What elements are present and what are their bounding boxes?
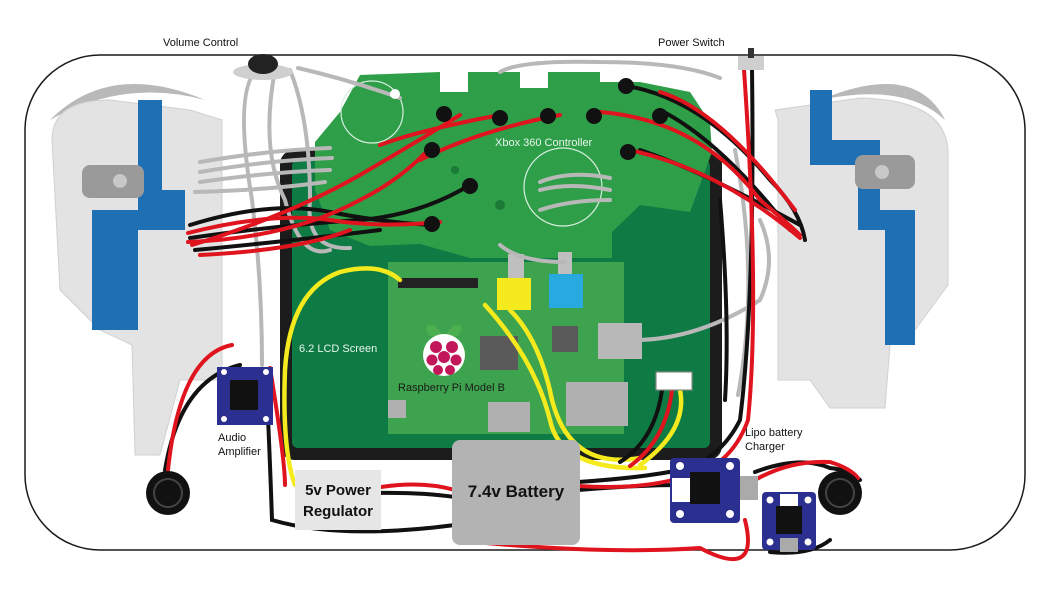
gray-wires — [193, 59, 771, 397]
left-speaker — [146, 471, 190, 515]
left-grip — [51, 99, 223, 456]
volume-control-knob — [233, 54, 293, 80]
raspberry-pi-board — [388, 252, 642, 434]
battery-pack — [452, 440, 580, 545]
lipo-charger-label-line1: Lipo battery — [745, 427, 803, 439]
controller-terminals — [390, 78, 668, 232]
lipo-protection-board — [762, 492, 816, 552]
yellow-wires — [282, 266, 684, 488]
right-shoulder-button — [820, 84, 945, 120]
lcd-screen-label: 6.2 LCD Screen — [299, 343, 377, 355]
audio-amplifier-label-line1: Audio — [218, 432, 246, 444]
regulator-label-line1: 5v Power — [305, 482, 371, 499]
right-grip — [774, 90, 949, 409]
lipo-charger-board — [670, 458, 758, 523]
raspberry-pi-logo — [423, 325, 465, 376]
left-shoulder-button — [50, 84, 205, 120]
power-switch — [738, 48, 764, 70]
power-switch-label: Power Switch — [658, 37, 725, 49]
regulator-label-line2: Regulator — [303, 503, 373, 520]
right-speaker — [818, 471, 862, 515]
audio-amplifier-label-line2: Amplifier — [218, 446, 261, 458]
regulator-box — [295, 470, 381, 530]
battery-connector-leads — [618, 388, 674, 468]
volume-control-label: Volume Control — [163, 37, 238, 49]
battery-label: 7.4v Battery — [468, 482, 565, 501]
audio-amplifier-board — [217, 367, 273, 425]
raspberry-pi-label: Raspberry Pi Model B — [398, 382, 505, 394]
lipo-charger-label-line2: Charger — [745, 441, 785, 453]
three-pin-connector — [655, 371, 693, 391]
xbox-controller-label: Xbox 360 Controller — [495, 137, 593, 149]
